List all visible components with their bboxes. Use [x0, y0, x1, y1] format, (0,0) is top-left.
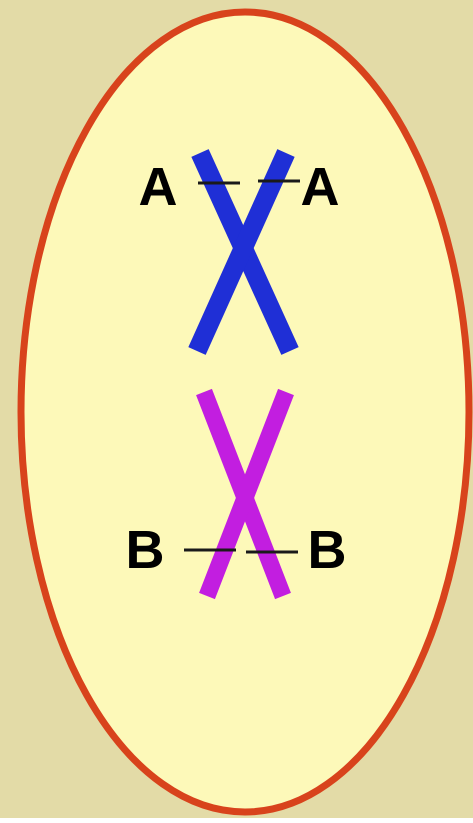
allele-label-b-right: B	[297, 520, 357, 580]
allele-label-b-left: B	[115, 520, 175, 580]
cell-membrane	[21, 12, 469, 812]
allele-label-a-right: A	[290, 157, 350, 217]
allele-label-a-left: A	[128, 157, 188, 217]
